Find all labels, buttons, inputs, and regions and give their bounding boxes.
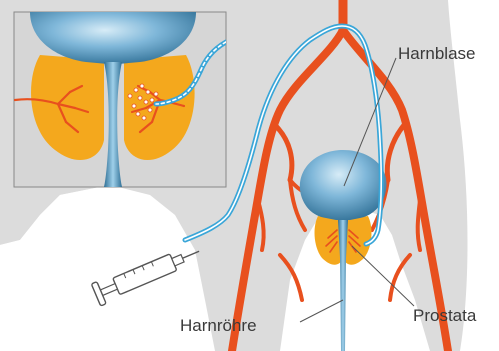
- inset-detail: [14, 12, 226, 187]
- label-bladder: Harnblase: [398, 44, 476, 63]
- label-prostate: Prostata: [413, 306, 477, 325]
- bladder-main: [300, 150, 387, 220]
- label-urethra: Harnröhre: [180, 316, 257, 335]
- urethra-main: [338, 220, 348, 351]
